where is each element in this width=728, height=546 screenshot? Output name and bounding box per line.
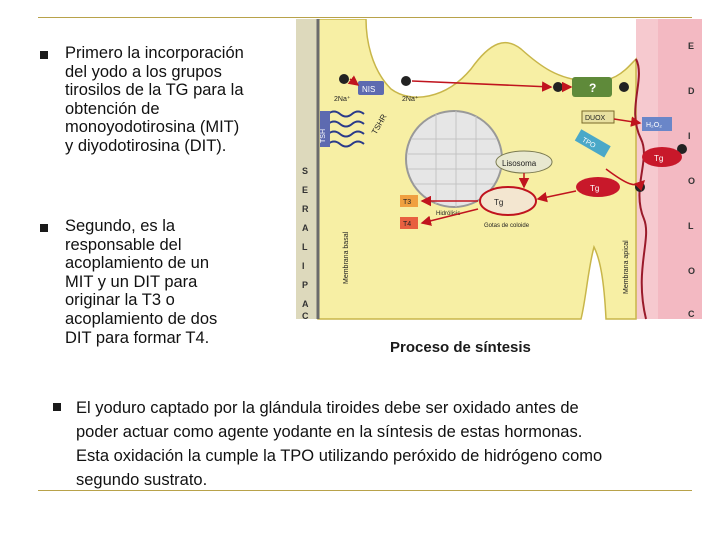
colloid-letters: E D I O L O C — [688, 41, 695, 319]
bullet-text-2: Segundo, es la responsable del acoplamie… — [65, 217, 218, 347]
nis-label: NIS — [362, 85, 375, 94]
svg-text:L: L — [302, 242, 308, 252]
bullet-marker-1 — [40, 51, 48, 59]
colloid-drops-label: Gotas de coloide — [484, 223, 530, 229]
bullet-marker-2 — [40, 224, 48, 232]
tsh-label: TSH — [320, 129, 327, 143]
pendrin-label: ? — [589, 81, 596, 95]
h2o2-label: H₂O₂ — [646, 122, 662, 129]
svg-text:C: C — [302, 311, 309, 321]
figure-caption: Proceso de síntesis — [390, 339, 531, 356]
thyroid-synthesis-figure: TSHR TSH NIS 2Na⁺ 2Na⁺ ? DUOX H₂O₂ TPO — [296, 19, 702, 369]
tg-colloid-blob — [642, 147, 682, 167]
svg-text:E: E — [302, 185, 308, 195]
svg-text:A: A — [302, 223, 309, 233]
t3-box — [400, 195, 418, 207]
svg-text:O: O — [688, 176, 695, 186]
apical-membrane-label: Membrana apical — [623, 240, 630, 294]
duox-label: DUOX — [585, 115, 606, 122]
svg-text:A: A — [302, 299, 309, 309]
bottom-rule — [38, 490, 692, 491]
svg-text:D: D — [688, 86, 695, 96]
svg-text:R: R — [302, 204, 309, 214]
tg-droplet-label: Tg — [494, 198, 503, 207]
svg-text:P: P — [302, 280, 308, 290]
h2o2-box — [642, 117, 672, 131]
na-left-label: 2Na⁺ — [334, 95, 351, 103]
svg-text:S: S — [302, 166, 308, 176]
svg-text:I: I — [302, 261, 305, 271]
svg-text:I: I — [688, 131, 691, 141]
pendrin-transporter — [572, 77, 612, 97]
tg-endocytosis-label: Tg — [590, 184, 599, 193]
tg-endocytosis-blob — [576, 177, 620, 197]
nis-transporter — [358, 81, 384, 95]
svg-text:C: C — [688, 309, 695, 319]
na-right-label: 2Na⁺ — [402, 95, 419, 103]
tshr-receptor — [327, 110, 365, 148]
hydrolysis-label: Hidrólisis — [436, 211, 460, 217]
lysosome-label: Lisosoma — [502, 159, 537, 168]
capillary-region — [296, 19, 318, 319]
tpo-enzyme — [574, 129, 611, 158]
t4-label: T4 — [403, 221, 411, 228]
capillary-letters: S E R A L I P A C — [302, 166, 309, 321]
bullet-text-3: El yoduro captado por la glándula tiroid… — [76, 399, 603, 489]
t4-box — [400, 217, 418, 229]
t3-label: T3 — [403, 199, 411, 206]
basal-membrane-label: Membrana basal — [343, 231, 350, 284]
colloid-droplet — [479, 186, 537, 216]
svg-text:L: L — [688, 221, 694, 231]
tg-colloid-label: Tg — [654, 154, 663, 163]
duox-enzyme — [581, 110, 615, 124]
svg-text:E: E — [688, 41, 694, 51]
svg-text:O: O — [688, 266, 695, 276]
bullet-marker-3 — [53, 403, 61, 411]
top-rule — [38, 17, 692, 18]
bullet-text-1: Primero la incorporación del yodo a los … — [65, 44, 244, 155]
